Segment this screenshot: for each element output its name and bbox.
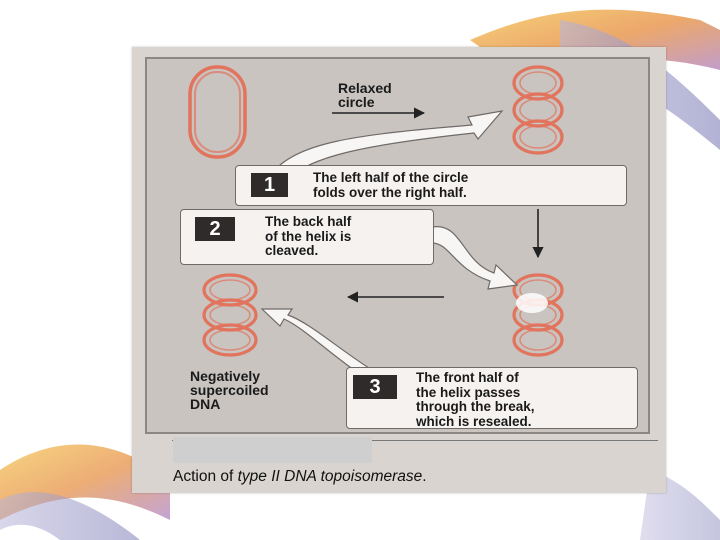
step-2-number: 2	[195, 217, 235, 241]
topoisomerase-figure: Relaxed circle Negatively supercoiled DN…	[132, 47, 666, 493]
caption-italic: type II DNA topoisomerase	[238, 468, 423, 485]
negatively-supercoiled-label: Negatively supercoiled DNA	[190, 369, 269, 411]
break-glow	[516, 293, 548, 313]
step2-pointer	[432, 227, 517, 289]
folded-figure-eight-dna	[514, 67, 562, 153]
relaxed-circle-label: Relaxed circle	[338, 81, 392, 109]
step-1-text: The left half of the circle folds over t…	[313, 171, 468, 200]
step3-pointer	[262, 309, 372, 370]
step-1-callout: 1 The left half of the circle folds over…	[235, 165, 627, 206]
step-1-number: 1	[251, 173, 288, 197]
supercoiled-dna	[204, 275, 256, 355]
caption-suffix: .	[422, 468, 426, 485]
step-3-number: 3	[353, 375, 397, 399]
step-3-callout: 3 The front half of the helix passes thr…	[346, 367, 638, 429]
step-2-text: The back half of the helix is cleaved.	[265, 215, 351, 259]
redacted-figure-number	[173, 437, 372, 463]
step-3-text: The front half of the helix passes throu…	[416, 371, 535, 429]
figure-caption: Action of type II DNA topoisomerase.	[173, 468, 427, 486]
caption-prefix: Action of	[173, 468, 238, 485]
step-2-callout: 2 The back half of the helix is cleaved.	[180, 209, 434, 265]
relaxed-circle-dna	[190, 67, 245, 157]
cleaved-helix-dna	[514, 275, 562, 355]
